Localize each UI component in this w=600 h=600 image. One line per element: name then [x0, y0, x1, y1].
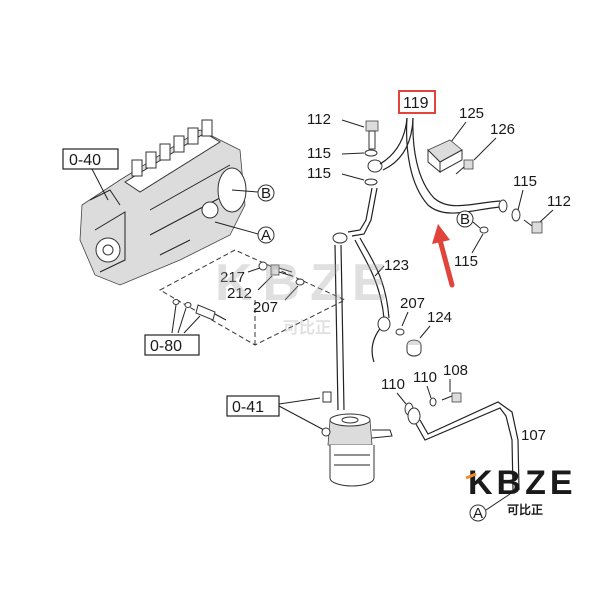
ref-0-40: 0-40	[69, 152, 101, 169]
logo-brand: KBZE	[468, 464, 577, 502]
washer-115c	[511, 208, 521, 222]
callout-circle-b1	[257, 184, 275, 202]
callout-b1: B	[261, 185, 271, 202]
pipe-107	[407, 401, 520, 491]
label-123: 123	[384, 257, 409, 274]
ref-0-41: 0-41	[232, 399, 264, 416]
pipe-123	[332, 187, 390, 363]
label-115a: 115	[307, 145, 331, 162]
highlight-arrow	[432, 224, 455, 288]
bolt-126	[455, 159, 474, 175]
watermark-chinese: 可比正	[283, 319, 331, 337]
ref-box-0-80	[144, 334, 200, 356]
fitting-123-end	[377, 316, 391, 332]
fuel-filter	[321, 391, 393, 487]
washer-115a	[364, 149, 378, 157]
washer-115b	[364, 178, 378, 186]
callout-circle-a1	[257, 226, 275, 244]
callout-circle-b2	[456, 210, 474, 228]
callout-a1: A	[261, 227, 271, 244]
ref-box-0-40	[62, 148, 119, 170]
watermark-brand: KBZE	[215, 254, 397, 312]
clamp-125	[427, 139, 463, 174]
washer-207b	[395, 328, 405, 336]
label-217: 217	[220, 269, 245, 286]
label-124: 124	[427, 309, 452, 326]
injection-pump	[79, 119, 247, 286]
washer-207a	[295, 278, 305, 286]
bolt-112a	[365, 120, 379, 150]
label-110a: 110	[381, 376, 405, 393]
label-126: 126	[490, 121, 515, 138]
eye-fitting-119	[367, 159, 383, 173]
callout-circle-a2	[469, 504, 487, 522]
label-207b: 207	[400, 295, 425, 312]
washer-217	[258, 261, 268, 271]
exploded-view-lines	[158, 249, 347, 346]
label-112a: 112	[307, 111, 331, 128]
label-115d: 115	[454, 253, 478, 270]
fitting-0-80	[172, 299, 227, 321]
label-212: 212	[227, 285, 252, 302]
label-115c: 115	[513, 173, 537, 190]
label-108: 108	[443, 362, 468, 379]
pipe-filter-vertical	[334, 244, 339, 411]
washer-110b	[429, 397, 437, 407]
washer-115d	[479, 226, 489, 234]
bolt-112b	[523, 219, 543, 234]
highlight-box-119	[398, 90, 436, 114]
label-115b: 115	[307, 165, 331, 182]
label-112b: 112	[547, 193, 571, 210]
label-207a: 207	[253, 299, 278, 316]
callout-b2: B	[460, 211, 470, 228]
cap-124	[406, 339, 422, 357]
bolt-212	[270, 264, 293, 277]
callout-a2: A	[473, 505, 483, 522]
logo-kbze: KBZE 可比正	[465, 464, 577, 517]
label-119: 119	[403, 95, 429, 112]
watermark-center: KBZE 可比正	[215, 254, 397, 337]
label-125: 125	[459, 105, 484, 122]
pump-plungers	[131, 119, 213, 177]
pipe-119	[379, 117, 508, 214]
logo-chinese: 可比正	[507, 502, 543, 517]
label-107: 107	[521, 427, 546, 444]
ref-0-80: 0-80	[150, 338, 182, 355]
bolt-108	[441, 392, 462, 403]
label-110b: 110	[413, 369, 437, 386]
